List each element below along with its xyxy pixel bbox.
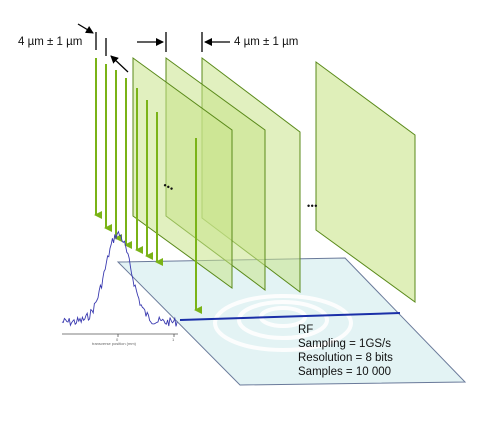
rf-title: RF	[298, 324, 314, 336]
green-arrows-left	[94, 58, 132, 249]
rf-info: RF Sampling = 1GS/s Resolution = 8 bits …	[298, 323, 393, 379]
plot-xlabel: transverse position (mm)	[92, 341, 137, 346]
plot-tick-1: 1	[172, 337, 175, 342]
rf-resolution: Resolution = 8 bits	[298, 352, 393, 364]
green-arrows-through	[135, 88, 202, 314]
rf-sampling: Sampling = 1GS/s	[298, 338, 392, 350]
rf-samples: Samples = 10 000	[298, 366, 392, 378]
beam-line	[179, 312, 401, 321]
sheet-far	[315, 61, 416, 303]
spacing-label-left: 4 µm ± 1 µm	[18, 36, 83, 48]
spacing-markers	[77, 23, 230, 73]
plot-tick-0: 0	[116, 337, 119, 342]
profile-plot	[61, 230, 178, 337]
spacing-label-right: 4 µm ± 1 µm	[234, 36, 299, 48]
profile-signal	[61, 230, 178, 327]
ellipsis-outer: • • •	[307, 201, 318, 211]
